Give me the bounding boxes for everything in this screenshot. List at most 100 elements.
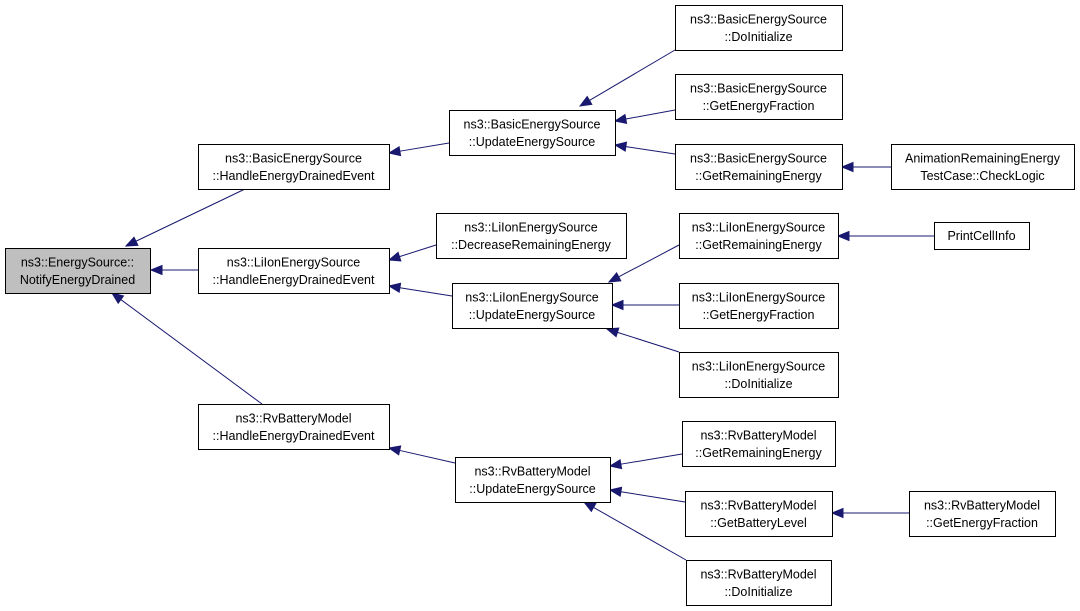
- node-label-line: ns3::RvBatteryModel: [700, 498, 816, 512]
- edge-lies_hede-to-root: [149, 264, 198, 276]
- arrowhead-icon: [387, 282, 402, 294]
- node-rvb_gef[interactable]: ns3::RvBatteryModel::GetEnergyFraction: [909, 491, 1056, 537]
- arrowhead-icon: [840, 161, 854, 173]
- arrowhead-icon: [124, 236, 139, 247]
- node-anim_check[interactable]: AnimationRemainingEnergyTestCase::CheckL…: [891, 144, 1075, 190]
- node-label-line: ns3::RvBatteryModel: [235, 411, 351, 425]
- node-label-line: ::GetEnergyFraction: [703, 99, 815, 113]
- node-print_cell[interactable]: PrintCellInfo: [934, 222, 1030, 250]
- node-label-line: ::DoInitialize: [724, 585, 792, 599]
- node-lies_gef[interactable]: ns3::LiIonEnergySource::GetEnergyFractio…: [679, 283, 839, 329]
- node-box: [198, 404, 390, 450]
- node-label-line: ns3::BasicEnergySource: [690, 151, 827, 165]
- node-box: [909, 491, 1056, 537]
- node-bes_ues[interactable]: ns3::BasicEnergySource::UpdateEnergySour…: [449, 110, 616, 156]
- edge-line: [399, 449, 456, 464]
- edge-bes_gef-to-bes_ues: [613, 109, 676, 125]
- node-label-line: ns3::BasicEnergySource: [225, 151, 362, 165]
- node-box: [675, 74, 843, 120]
- node-label-line: ::HandleEnergyDrainedEvent: [213, 429, 375, 443]
- node-lies_dre[interactable]: ns3::LiIonEnergySource::DecreaseRemainin…: [436, 213, 627, 259]
- node-root[interactable]: ns3::EnergySource::NotifyEnergyDrained: [5, 248, 151, 294]
- node-label-line: ::HandleEnergyDrainedEvent: [213, 273, 375, 287]
- edge-layer: [110, 49, 934, 561]
- edge-line: [399, 244, 437, 258]
- node-bes_gef[interactable]: ns3::BasicEnergySource::GetEnergyFractio…: [675, 74, 843, 120]
- node-box: [679, 283, 839, 329]
- node-label-line: ns3::LiIonEnergySource: [465, 290, 598, 304]
- edge-print_cell-to-lies_gre: [836, 230, 934, 242]
- edge-line: [620, 453, 683, 465]
- node-box: [675, 144, 843, 190]
- node-box: [5, 248, 151, 294]
- edge-bes_doi-to-bes_ues: [578, 49, 676, 107]
- node-bes_hede[interactable]: ns3::BasicEnergySource::HandleEnergyDrai…: [198, 144, 390, 190]
- node-label-line: ::UpdateEnergySource: [469, 135, 596, 149]
- edge-lies_gef-to-lies_ues: [610, 299, 679, 311]
- node-box: [436, 213, 627, 259]
- node-label-line: ns3::RvBatteryModel: [700, 428, 816, 442]
- arrowhead-icon: [605, 327, 620, 338]
- node-bes_doi[interactable]: ns3::BasicEnergySource::DoInitialize: [675, 5, 843, 51]
- edge-line: [625, 146, 676, 155]
- arrowhead-icon: [608, 458, 623, 470]
- node-bes_gre[interactable]: ns3::BasicEnergySource::GetRemainingEner…: [675, 144, 843, 190]
- node-label-line: AnimationRemainingEnergy: [905, 151, 1061, 165]
- edge-lies_dre-to-lies_hede: [387, 244, 437, 262]
- node-rvb_ues[interactable]: ns3::RvBatteryModel::UpdateEnergySource: [455, 457, 611, 503]
- arrowhead-icon: [387, 145, 402, 157]
- node-box: [682, 421, 836, 467]
- node-box: [452, 283, 613, 329]
- node-box: [679, 213, 839, 259]
- node-lies_ues[interactable]: ns3::LiIonEnergySource::UpdateEnergySour…: [452, 283, 613, 329]
- node-label-line: ns3::RvBatteryModel: [700, 567, 816, 581]
- node-box: [679, 352, 839, 398]
- edge-line: [399, 142, 450, 152]
- edge-line: [135, 188, 246, 242]
- node-box: [686, 560, 832, 606]
- node-label-line: ns3::LiIonEnergySource: [692, 290, 825, 304]
- arrowhead-icon: [607, 272, 622, 283]
- node-layer: ns3::EnergySource::NotifyEnergyDrainedns…: [5, 5, 1075, 606]
- arrowhead-icon: [578, 95, 593, 107]
- node-rvb_hede[interactable]: ns3::RvBatteryModel::HandleEnergyDrained…: [198, 404, 390, 450]
- node-rvb_doi[interactable]: ns3::RvBatteryModel::DoInitialize: [686, 560, 832, 606]
- edge-line: [625, 109, 676, 120]
- edge-lies_ues-to-lies_hede: [387, 282, 453, 297]
- node-label-line: ns3::LiIonEnergySource: [692, 220, 825, 234]
- arrowhead-icon: [110, 292, 125, 305]
- node-label-line: ns3::RvBatteryModel: [474, 464, 590, 478]
- node-lies_gre[interactable]: ns3::LiIonEnergySource::GetRemainingEner…: [679, 213, 839, 259]
- node-label-line: TestCase::CheckLogic: [920, 169, 1044, 183]
- node-label-line: ::GetBatteryLevel: [710, 516, 807, 530]
- edge-rvb_gef-to-rvb_gbl: [830, 507, 909, 519]
- arrowhead-icon: [149, 264, 163, 276]
- arrowhead-icon: [830, 507, 844, 519]
- node-lies_hede[interactable]: ns3::LiIonEnergySource::HandleEnergyDrai…: [198, 248, 390, 294]
- edge-line: [589, 49, 676, 101]
- edge-line: [620, 491, 686, 503]
- arrowhead-icon: [610, 299, 624, 311]
- node-lies_doi[interactable]: ns3::LiIonEnergySource::DoInitialize: [679, 352, 839, 398]
- node-label-line: ns3::BasicEnergySource: [690, 81, 827, 95]
- node-box: [675, 5, 843, 51]
- node-label-line: ::HandleEnergyDrainedEvent: [213, 169, 375, 183]
- edge-lies_gre-to-lies_ues: [607, 244, 680, 283]
- node-label-line: NotifyEnergyDrained: [20, 273, 135, 287]
- node-rvb_gbl[interactable]: ns3::RvBatteryModel::GetBatteryLevel: [685, 491, 833, 537]
- node-label-line: ns3::BasicEnergySource: [690, 12, 827, 26]
- edge-line: [593, 507, 687, 561]
- edge-line: [399, 287, 453, 297]
- node-label-line: ::GetRemainingEnergy: [695, 169, 822, 183]
- node-rvb_gre[interactable]: ns3::RvBatteryModel::GetRemainingEnergy: [682, 421, 836, 467]
- arrowhead-icon: [613, 113, 628, 125]
- edge-anim_check-to-bes_gre: [840, 161, 891, 173]
- node-label-line: ns3::BasicEnergySource: [464, 117, 601, 131]
- edge-rvb_gre-to-rvb_ues: [608, 453, 683, 470]
- node-box: [198, 144, 390, 190]
- edge-rvb_doi-to-rvb_ues: [582, 501, 687, 561]
- arrowhead-icon: [836, 230, 850, 242]
- node-label-line: PrintCellInfo: [947, 229, 1015, 243]
- edge-line: [617, 331, 680, 353]
